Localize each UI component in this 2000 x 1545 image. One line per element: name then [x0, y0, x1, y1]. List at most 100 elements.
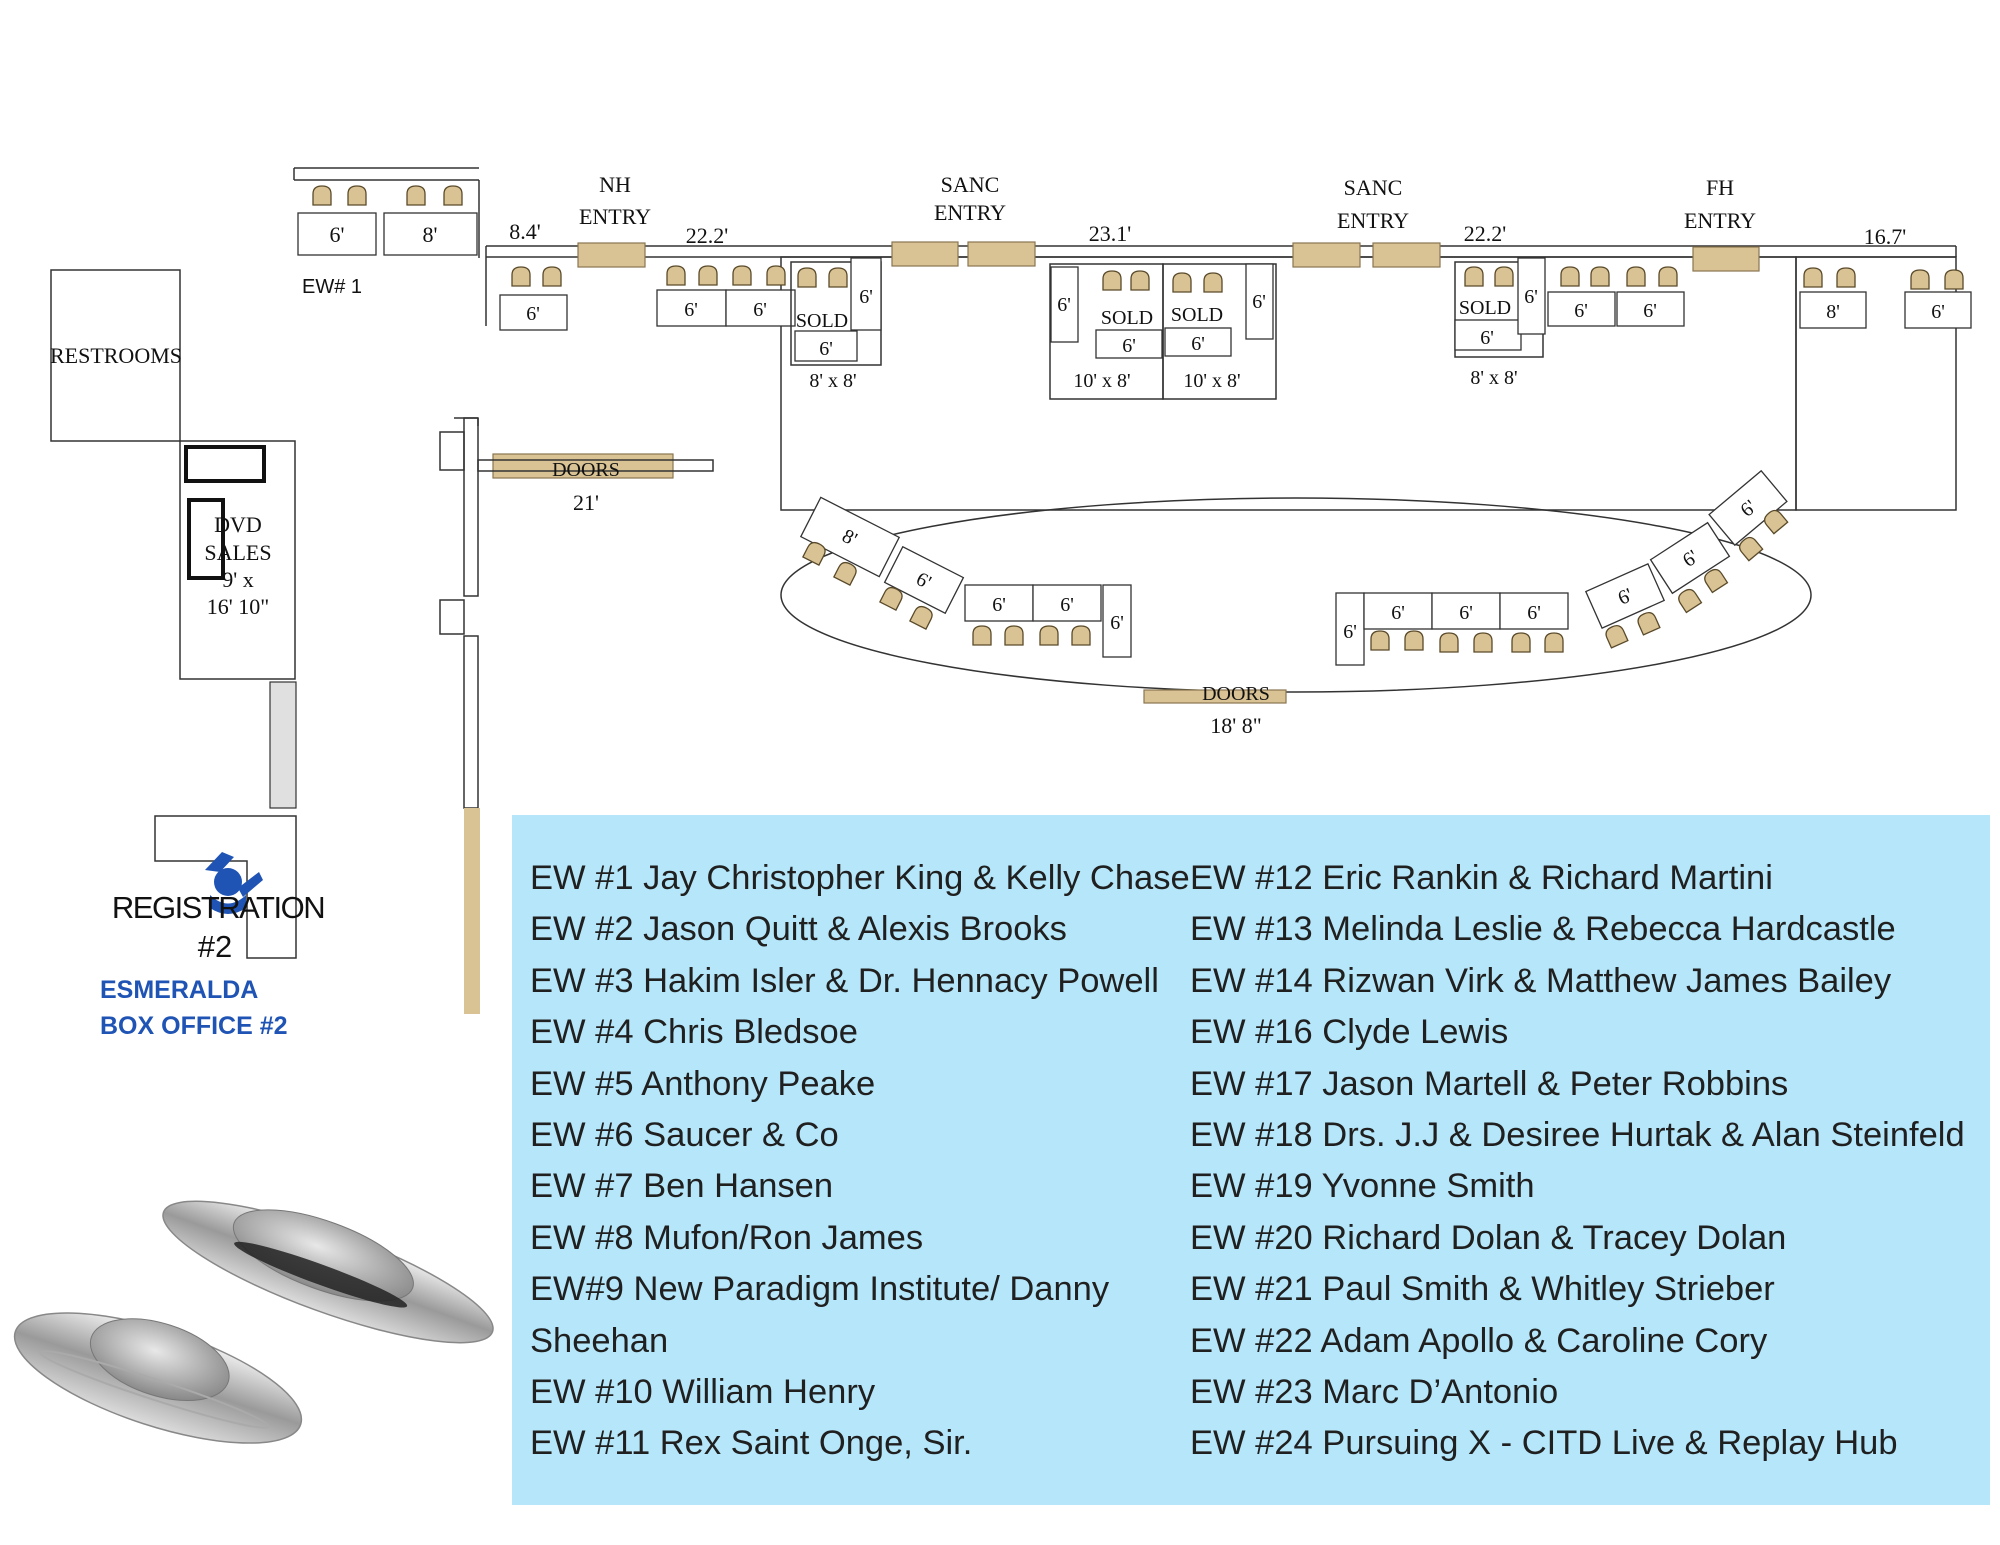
- doors-b-size: 18' 8": [1210, 713, 1261, 738]
- chair: [909, 605, 933, 630]
- ew1-area: 6' 8' EW# 1: [293, 167, 480, 298]
- chair: [1370, 630, 1390, 651]
- person-icon: [205, 852, 263, 914]
- chair: [732, 265, 752, 286]
- table[interactable]: [1102, 584, 1132, 658]
- nh-entry-line-2: ENTRY: [579, 204, 651, 229]
- legend-item: EW #7 Ben Hansen: [530, 1167, 834, 1206]
- legend-item: EW #20 Richard Dolan & Tracey Dolan: [1190, 1218, 1787, 1257]
- sold-label: SOLD: [796, 310, 848, 332]
- table[interactable]: [1095, 329, 1163, 359]
- chair: [1511, 632, 1531, 653]
- table[interactable]: [1050, 266, 1079, 343]
- svg-text:6': 6': [526, 303, 540, 325]
- legend-item: EW #21 Paul Smith & Whitley Strieber: [1190, 1270, 1775, 1309]
- fh-entry-line-2: ENTRY: [1684, 208, 1756, 233]
- table[interactable]: [799, 496, 901, 578]
- legend-item: EW #1 Jay Christopher King & Kelly Chase: [530, 859, 1190, 897]
- chair: [1404, 630, 1424, 651]
- table[interactable]: [725, 289, 796, 327]
- legend-item: EW #16 Clyde Lewis: [1190, 1013, 1509, 1052]
- dim-5: 16.7': [1864, 224, 1907, 249]
- dvd-line-2: SALES: [204, 540, 271, 565]
- chair: [347, 185, 367, 206]
- table[interactable]: [850, 257, 882, 331]
- legend-item: EW #22 Adam Apollo & Caroline Cory: [1190, 1321, 1768, 1360]
- ew1-table-6ft[interactable]: [297, 212, 377, 256]
- svg-text:6': 6': [1252, 291, 1266, 313]
- chair: [1637, 612, 1661, 636]
- chair: [1004, 625, 1024, 646]
- saucer-icon: [13, 1312, 303, 1444]
- table[interactable]: [1454, 319, 1522, 351]
- svg-text:6': 6': [1343, 621, 1357, 643]
- table[interactable]: [1799, 291, 1867, 329]
- table[interactable]: [1032, 584, 1102, 622]
- dim-4: 22.2': [1464, 221, 1507, 246]
- table[interactable]: [1363, 592, 1433, 630]
- table[interactable]: [794, 330, 858, 362]
- legend-item: EW #13 Melinda Leslie & Rebecca Hardcast…: [1190, 910, 1896, 949]
- svg-text:SOLD: SOLD: [1171, 304, 1223, 326]
- chair: [1439, 632, 1459, 653]
- svg-text:6': 6': [1527, 602, 1541, 624]
- table[interactable]: [656, 289, 727, 327]
- legend-item: EW #6 Saucer & Co: [530, 1116, 839, 1155]
- svg-text:6': 6': [684, 299, 698, 321]
- table[interactable]: [1431, 592, 1501, 630]
- ew1-table-8ft[interactable]: [383, 212, 478, 256]
- chair: [972, 625, 992, 646]
- chair: [1626, 266, 1646, 287]
- doors-a-label: DOORS: [552, 459, 620, 481]
- dim-3: 23.1': [1089, 221, 1132, 246]
- svg-text:6': 6': [1459, 602, 1473, 624]
- svg-text:6': 6': [1574, 300, 1588, 322]
- table[interactable]: [1708, 469, 1788, 547]
- fh-entry-line-1: FH: [1706, 175, 1734, 200]
- table[interactable]: [1517, 257, 1546, 335]
- chair: [1102, 270, 1122, 291]
- legend-column-right: EW #12 Eric Rankin & Richard Martini EW …: [1190, 853, 1980, 1505]
- table[interactable]: [1584, 563, 1666, 629]
- legend-item: EW#9 New Paradigm Institute/ Danny Sheeh…: [530, 1270, 1110, 1360]
- saucer-icon: [162, 1200, 494, 1344]
- legend-item: EW #5 Anthony Peake: [530, 1064, 876, 1103]
- chair: [1494, 266, 1514, 287]
- legend-item: EW #23 Marc D’Antonio: [1190, 1373, 1559, 1412]
- svg-text:SOLD: SOLD: [1459, 297, 1511, 319]
- chair: [1739, 536, 1764, 562]
- table[interactable]: [1499, 592, 1569, 630]
- chair: [766, 265, 786, 286]
- chair: [1464, 266, 1484, 287]
- sanc-b-entry-line-1: SANC: [1344, 175, 1403, 200]
- chair: [797, 267, 817, 288]
- chair: [666, 265, 686, 286]
- svg-text:10' x 8': 10' x 8': [1073, 370, 1130, 392]
- chair: [1658, 266, 1678, 287]
- table[interactable]: [1616, 291, 1685, 327]
- chair: [1544, 632, 1564, 653]
- svg-text:6': 6': [819, 338, 833, 360]
- table[interactable]: [1649, 521, 1731, 595]
- chair: [1910, 269, 1930, 290]
- table[interactable]: [883, 545, 965, 615]
- exhibitor-legend: EW #1 Jay Christopher King & Kelly Chase…: [512, 815, 1990, 1505]
- chair: [1130, 270, 1150, 291]
- chair: [1704, 568, 1729, 594]
- sanc-b-entry-line-2: ENTRY: [1337, 208, 1409, 233]
- table[interactable]: [1904, 291, 1972, 329]
- svg-text:6': 6': [1057, 294, 1071, 316]
- box-office-line-2: BOX OFFICE #2: [100, 1012, 288, 1040]
- chair: [1605, 625, 1629, 649]
- table[interactable]: [499, 294, 568, 331]
- table[interactable]: [1547, 291, 1616, 327]
- top-booths: 6' 6' 6' SOLD 6' 6' 8' x 8' 6' SOLD 6' S…: [499, 257, 1972, 400]
- legend-item: EW #17 Jason Martell & Peter Robbins: [1190, 1064, 1789, 1103]
- table[interactable]: [1164, 327, 1232, 357]
- table[interactable]: [1245, 263, 1274, 340]
- table[interactable]: [964, 584, 1034, 622]
- chair: [833, 561, 857, 586]
- svg-text:6': 6': [1480, 327, 1494, 349]
- legend-item: EW #19 Yvonne Smith: [1190, 1167, 1535, 1206]
- chair: [1764, 509, 1789, 535]
